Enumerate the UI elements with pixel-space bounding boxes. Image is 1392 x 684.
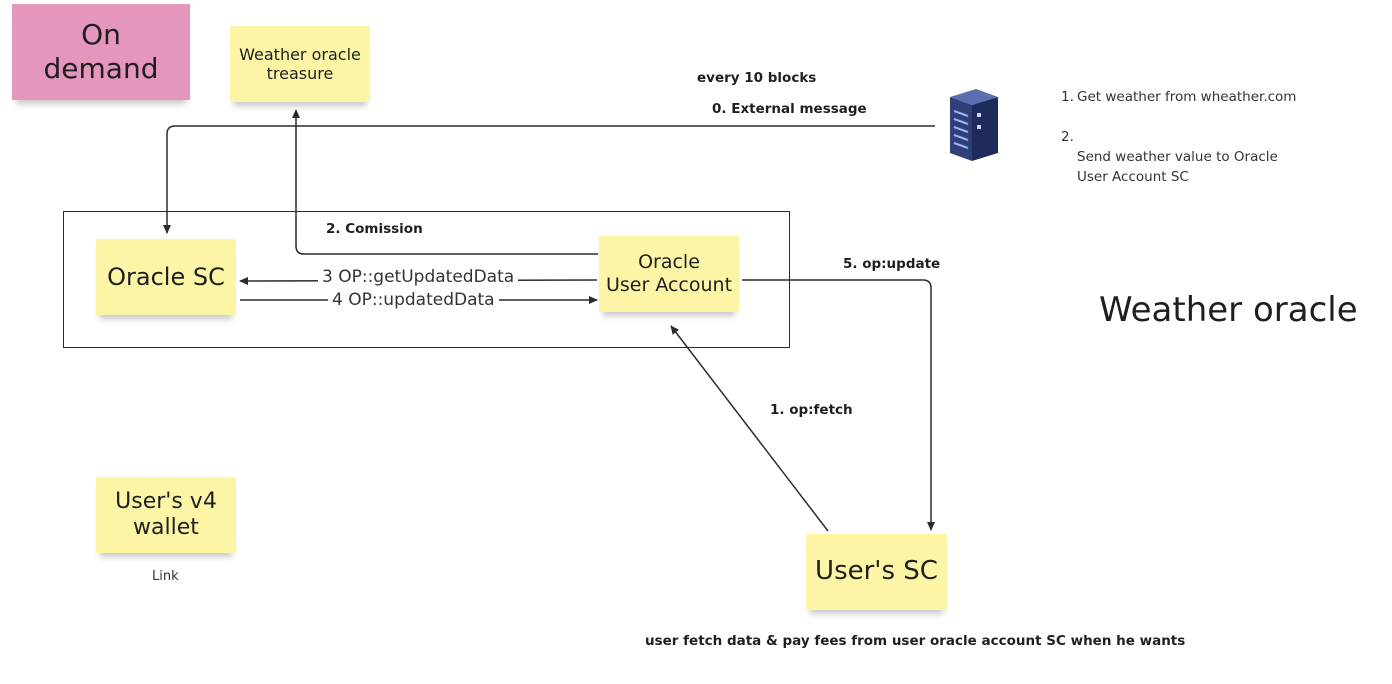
- server-step-1-text: Get weather from wheather.com: [1077, 89, 1297, 105]
- updated-data-label: 4 OP::updatedData: [328, 290, 499, 310]
- server-step-2-number: 2.: [1061, 129, 1074, 145]
- weather-treasure-sticky[interactable]: Weather oracle treasure: [230, 26, 370, 102]
- op-fetch-arrow: [670, 325, 829, 532]
- server-steps-list: 1. Get weather from wheather.com 2. Send…: [1061, 87, 1321, 187]
- every-10-blocks-label: every 10 blocks: [697, 70, 817, 86]
- footer-note: user fetch data & pay fees from user ora…: [645, 633, 1186, 649]
- users-v4-wallet-text: User's v4 wallet: [115, 488, 217, 540]
- comission-arrow: [292, 109, 598, 255]
- diagram-title: Weather oracle: [1099, 290, 1358, 330]
- weather-treasure-text: Weather oracle treasure: [239, 44, 361, 83]
- server-step-1-number: 1.: [1061, 89, 1074, 105]
- oracle-user-account-text: Oracle User Account: [605, 251, 733, 296]
- get-updated-data-label: 3 OP::getUpdatedData: [318, 267, 519, 287]
- op-update-arrow: [742, 279, 935, 531]
- oracle-sc-sticky[interactable]: Oracle SC: [96, 239, 236, 315]
- op-fetch-label: 1. op:fetch: [770, 402, 853, 418]
- users-sc-sticky[interactable]: User's SC: [806, 534, 947, 610]
- op-update-label: 5. op:update: [843, 256, 941, 272]
- server-step-1: 1. Get weather from wheather.com: [1061, 87, 1321, 107]
- users-v4-wallet-sticky[interactable]: User's v4 wallet: [96, 477, 236, 553]
- server-step-2-text: Send weather value to Oracle User Accoun…: [1077, 149, 1278, 185]
- users-sc-text: User's SC: [815, 556, 938, 587]
- comission-label: 2. Comission: [326, 221, 423, 237]
- link-label[interactable]: Link: [152, 569, 179, 584]
- on-demand-text: On demand: [43, 18, 159, 85]
- oracle-sc-text: Oracle SC: [107, 262, 225, 291]
- on-demand-sticky[interactable]: On demand: [12, 4, 190, 100]
- external-message-label: 0. External message: [712, 101, 867, 117]
- external-message-arrow: [163, 125, 935, 234]
- server-step-2: 2. Send weather value to Oracle User Acc…: [1061, 107, 1321, 187]
- oracle-user-account-sticky[interactable]: Oracle User Account: [599, 236, 739, 312]
- server-icon: [946, 87, 1000, 163]
